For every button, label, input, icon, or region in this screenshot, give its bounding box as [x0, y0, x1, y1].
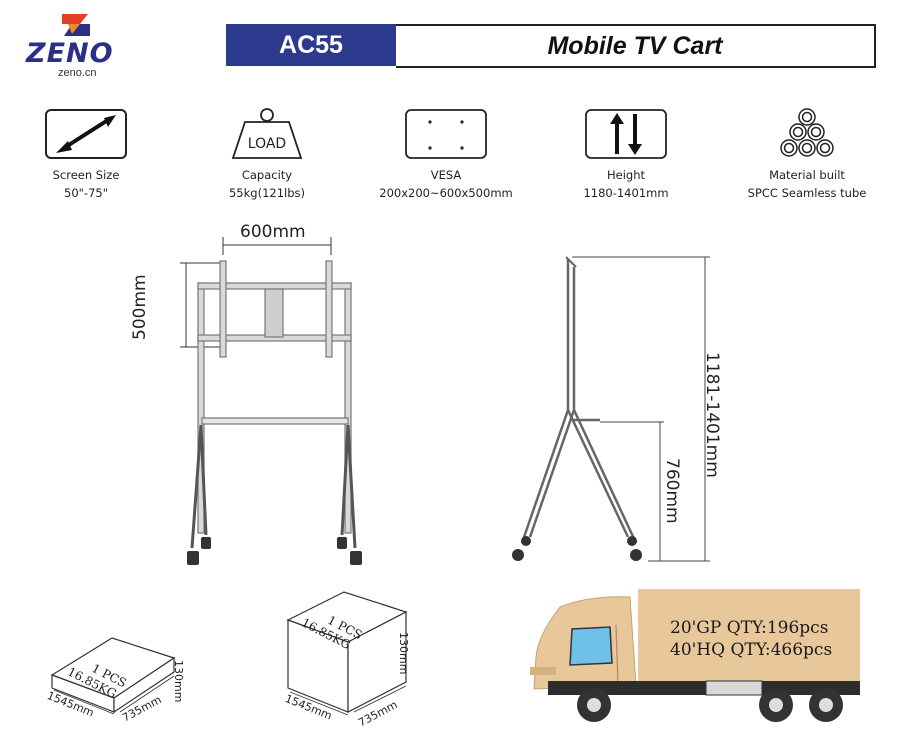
side-total-height-dimension: 1181-1401mm: [702, 352, 722, 478]
page-title: Mobile TV Cart: [396, 24, 876, 68]
spec-capacity: LOAD Capacity 55kg(121lbs): [187, 108, 347, 202]
side-shelf-height-dimension: 760mm: [662, 458, 682, 524]
shipping-truck-icon: [530, 589, 860, 722]
diagonal-arrow-icon: [45, 109, 127, 159]
front-width-dimension: 600mm: [240, 222, 306, 242]
spec-value: 1180-1401mm: [583, 186, 669, 200]
package-1-height: 130mm: [172, 660, 185, 703]
spec-label: Material built: [769, 168, 845, 182]
spec-value: SPCC Seamless tube: [747, 186, 867, 200]
spec-label: VESA: [430, 168, 462, 182]
brand-name: ZENO: [26, 38, 114, 69]
spec-vesa: VESA 200x200~600x500mm: [366, 108, 526, 202]
package-box-flat: [50, 637, 176, 715]
shipping-gp-qty: 20'GP QTY:196pcs: [670, 618, 829, 638]
package-2-height: 130mm: [397, 632, 410, 675]
brand-url: zeno.cn: [58, 67, 97, 79]
front-view-diagram: [180, 237, 362, 565]
weight-icon: LOAD: [231, 108, 303, 159]
spec-label: Capacity: [241, 168, 293, 182]
shipping-hq-qty: 40'HQ QTY:466pcs: [670, 640, 833, 660]
spec-height: Height 1180-1401mm: [546, 108, 706, 202]
height-arrows-icon: [585, 109, 667, 159]
spec-label: Height: [606, 168, 645, 182]
package-box-tall: [286, 591, 408, 716]
front-height-dimension: 500mm: [130, 274, 150, 340]
spec-value: 50"-75": [64, 186, 108, 200]
vesa-holes-icon: [405, 109, 487, 159]
spec-material: Material built SPCC Seamless tube: [727, 108, 887, 202]
spec-value: 200x200~600x500mm: [379, 186, 513, 200]
spec-label: Screen Size: [52, 168, 120, 182]
side-view-diagram: [512, 256, 710, 562]
spec-screen-size: Screen Size 50"-75": [6, 108, 166, 202]
model-label: AC55: [226, 24, 396, 66]
weight-icon-text: LOAD: [248, 136, 286, 152]
logo-mark-icon: [62, 14, 90, 36]
spec-value: 55kg(121lbs): [228, 186, 305, 200]
tube-stack-icon: [780, 108, 834, 157]
